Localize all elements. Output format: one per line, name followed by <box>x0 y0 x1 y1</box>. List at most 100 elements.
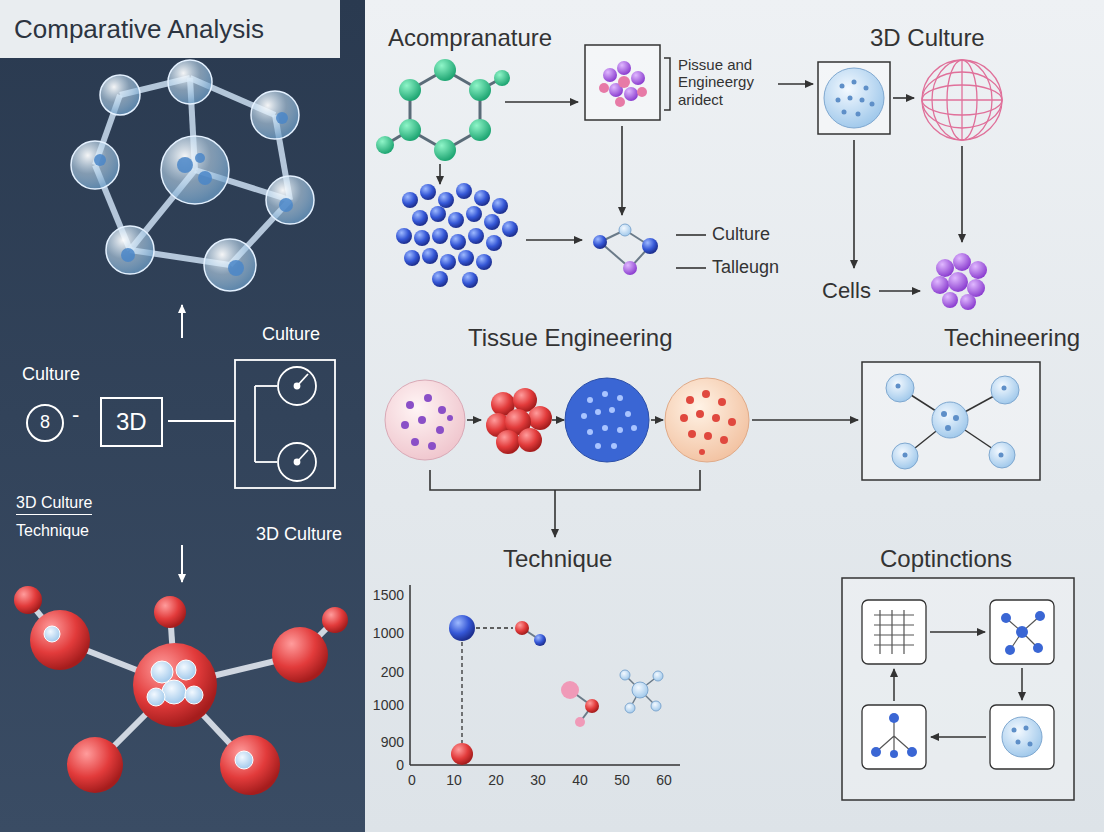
section-heading: 3D Culture <box>870 24 985 52</box>
sphere-box-part <box>818 62 890 134</box>
green-molecule-part-part <box>376 136 394 154</box>
axis-tick: 1000 <box>373 697 404 713</box>
panel-arrow-part <box>181 545 183 582</box>
axis-tick: 10 <box>446 772 462 788</box>
sphere-box-part-part <box>860 98 865 103</box>
purple-cluster-part <box>948 272 968 292</box>
purple-cluster-part <box>931 276 949 294</box>
chart-marks-part-part <box>620 670 630 680</box>
dark-panel-part <box>0 0 365 832</box>
flow-arrow-part <box>467 419 481 421</box>
peach-sphere-part-part <box>680 414 688 422</box>
network-box-part <box>896 384 1007 458</box>
circle-node: 8 <box>26 404 64 442</box>
blue-cluster-part <box>462 272 478 288</box>
gauge-frame-part <box>168 420 235 422</box>
process-panel-part-part <box>876 718 912 754</box>
process-panel-part-part <box>1035 611 1045 621</box>
blue-sphere-part-part <box>625 411 631 417</box>
blue-sphere-part-part <box>611 443 617 449</box>
blue-sphere-part-part <box>595 443 601 449</box>
glass-molecule-part-part <box>266 176 314 224</box>
process-panel-part <box>862 600 1054 769</box>
chart-marks-part <box>476 627 513 628</box>
dark-panel <box>0 0 365 832</box>
sample-box-part-part <box>615 97 625 107</box>
axis-tick: 40 <box>572 772 588 788</box>
red-molecule-part-part <box>14 586 42 614</box>
process-panel-part-part <box>890 750 898 758</box>
chart-marks-part <box>561 681 579 699</box>
blue-sphere-part-part <box>617 395 623 401</box>
blue-cluster-part <box>484 214 500 230</box>
process-panel-part <box>871 611 1045 758</box>
sphere-box-part-part <box>848 96 853 101</box>
small-molecule-part <box>593 235 607 249</box>
annotation: Cells <box>822 278 871 303</box>
glass-molecule <box>71 60 314 291</box>
annotation: Pissue and Engineergy aridect <box>678 56 773 108</box>
glass-molecule-part-part <box>251 91 299 139</box>
sphere-box-part <box>824 68 884 128</box>
pink-sphere-part-part <box>401 421 409 429</box>
pink-sphere <box>385 380 465 460</box>
red-molecule-part-part <box>154 596 186 628</box>
blue-cluster-part <box>412 210 428 226</box>
peach-sphere-part-part <box>686 396 694 404</box>
gauge-frame-part <box>278 443 316 481</box>
network-box-part-part <box>886 374 914 402</box>
red-cluster <box>486 388 552 454</box>
red-molecule-part-part <box>44 626 60 642</box>
red-molecule-part-part <box>30 610 90 670</box>
dash-mark: - <box>72 402 79 427</box>
blue-sphere <box>565 378 649 462</box>
peach-sphere-part-part <box>702 390 710 398</box>
sample-box <box>585 45 670 120</box>
blue-cluster-part <box>448 212 464 228</box>
pink-sphere-part-part <box>428 442 436 450</box>
flow-arrow-part <box>552 419 564 421</box>
network-box-part-part <box>945 425 951 431</box>
process-panel-part-part <box>1016 740 1021 745</box>
network-box-part-part <box>932 402 968 438</box>
network-box-part-part <box>903 453 908 458</box>
panel-label: Culture <box>262 324 320 345</box>
peach-sphere-part <box>665 378 749 462</box>
pink-sphere-part <box>401 394 453 450</box>
sphere-box-part-part <box>856 112 861 117</box>
sample-box-part-part <box>624 87 638 101</box>
axis-tick: 60 <box>656 772 672 788</box>
blue-cluster-part <box>458 250 474 266</box>
green-molecule-part-part <box>469 119 491 141</box>
process-panel-part-part <box>1016 626 1028 638</box>
annotation: Culture <box>712 224 770 245</box>
blue-cluster-part <box>432 271 448 287</box>
gauge-frame-part <box>278 367 316 405</box>
flow-arrow-part <box>778 83 813 85</box>
axis-tick: 200 <box>381 664 404 680</box>
glass-molecule-part-part <box>168 60 212 104</box>
sample-box-part <box>599 76 647 107</box>
process-panel-part-part <box>1028 742 1033 747</box>
purple-cluster-part <box>942 292 958 308</box>
green-molecule-part <box>376 59 510 161</box>
sample-box-part <box>664 58 670 110</box>
process-panel-part-part <box>1021 668 1023 700</box>
network-box-part-part <box>953 415 959 421</box>
pink-sphere-part-part <box>436 426 444 434</box>
blue-cluster-part <box>492 198 508 214</box>
blue-sphere-part-part <box>609 407 615 413</box>
sphere-box-part <box>836 80 875 117</box>
green-molecule-part-part <box>494 70 510 86</box>
blue-cluster-part <box>502 221 518 237</box>
gauge-frame-part <box>255 461 277 463</box>
section-heading: Acompranature <box>388 24 552 52</box>
peach-sphere-part-part <box>699 449 705 455</box>
blue-cluster <box>396 183 518 288</box>
small-molecule-part <box>623 261 637 275</box>
pink-sphere-part-part <box>406 401 414 409</box>
sample-box-part-part <box>618 76 630 88</box>
red-molecule-part-part <box>235 751 253 769</box>
red-molecule-part <box>44 626 253 769</box>
red-molecule-part-part <box>67 737 123 793</box>
